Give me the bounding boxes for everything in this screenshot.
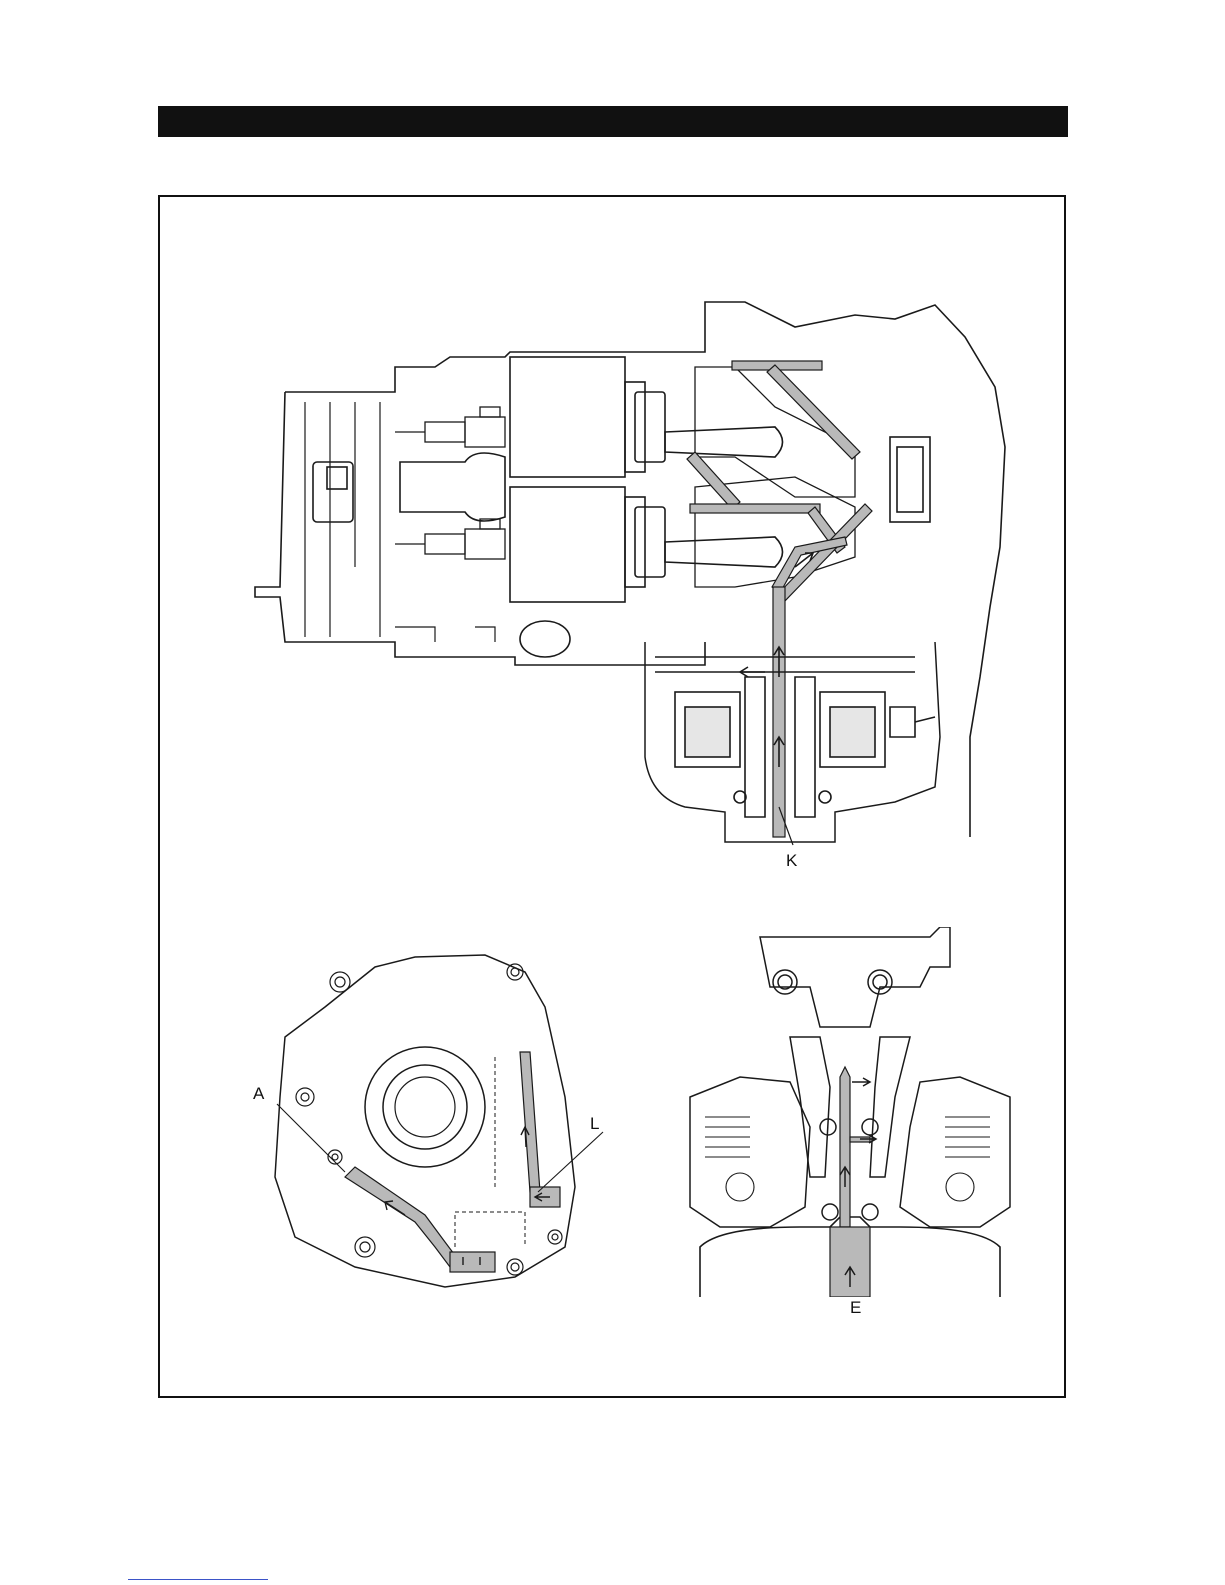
- engine-cross-section-diagram: [235, 297, 1025, 857]
- callout-l: L: [590, 1115, 599, 1132]
- spark-plug-lower: [395, 519, 505, 559]
- callout-a: A: [253, 1085, 264, 1102]
- spark-plug-upper: [395, 407, 505, 447]
- section-header-bar: [158, 106, 1068, 137]
- callout-e: E: [850, 1299, 861, 1316]
- callout-k: K: [786, 852, 797, 869]
- oil-flow-arrow-icon: [385, 1127, 550, 1265]
- footer-link-underline[interactable]: [128, 1579, 268, 1580]
- crankshaft-oil-path-diagram: [680, 927, 1020, 1297]
- figure-frame: K: [158, 195, 1066, 1398]
- oil-gallery-pump: [345, 1052, 560, 1272]
- oil-passage-crank-pin: [830, 1067, 870, 1297]
- crankcase-oil-pump-diagram: [265, 947, 615, 1307]
